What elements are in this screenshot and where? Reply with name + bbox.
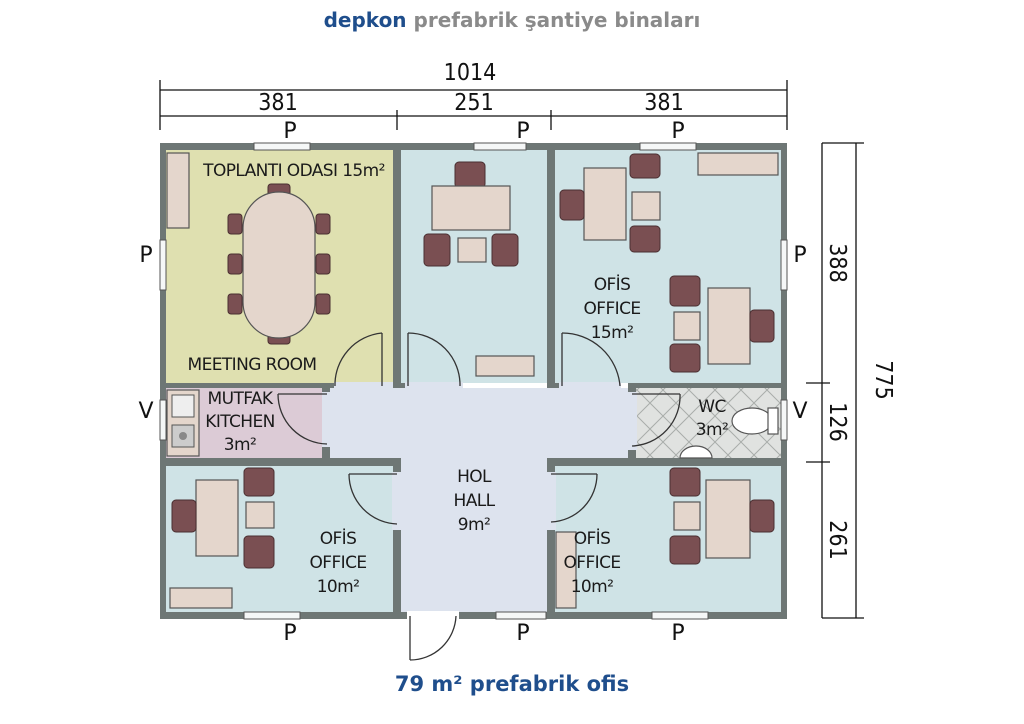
window-marker: P bbox=[139, 243, 152, 268]
sink-drain-icon bbox=[179, 432, 187, 440]
washbasin-icon bbox=[679, 445, 713, 459]
window-marker: P bbox=[793, 243, 806, 268]
office-top-right-furniture bbox=[559, 152, 779, 373]
meeting-door-opening bbox=[334, 382, 393, 389]
office-bottom-right-area: 10m² bbox=[571, 577, 614, 597]
office-bottom-left-door-opening bbox=[392, 472, 402, 530]
window-marker: P bbox=[516, 119, 529, 144]
hall-floor-upper bbox=[330, 388, 628, 458]
office-bottom-left-label-tr: OFİS bbox=[320, 528, 357, 549]
hall-label-en: HALL bbox=[454, 491, 496, 511]
dim-depth-top: 388 bbox=[824, 243, 850, 283]
hall-area: 9m² bbox=[458, 515, 490, 535]
window-marker: P bbox=[283, 119, 296, 144]
window-marker: P bbox=[671, 621, 684, 646]
meeting-room-title: TOPLANTI ODASI 15m² bbox=[202, 161, 385, 181]
office-top-right-label-tr: OFİS bbox=[594, 274, 631, 295]
office-bottom-left-area: 10m² bbox=[317, 577, 360, 597]
vent-marker: V bbox=[792, 399, 807, 424]
window-marker: P bbox=[671, 119, 684, 144]
office-top-right-label-en: OFFICE bbox=[584, 299, 641, 319]
kitchen-label-tr: MUTFAK bbox=[208, 389, 274, 409]
brand-name: depkon bbox=[323, 8, 407, 32]
dim-depth-middle: 126 bbox=[824, 402, 850, 442]
hall-label-tr: HOL bbox=[457, 467, 492, 487]
office-bottom-left-furniture bbox=[169, 467, 275, 609]
office-top-right-area: 15m² bbox=[591, 323, 634, 343]
hall-floor-lower bbox=[401, 458, 547, 612]
office-bottom-left-label-en: OFFICE bbox=[310, 553, 367, 573]
page-header: depkon prefabrik şantiye binaları bbox=[0, 8, 1024, 32]
dim-width-middle: 251 bbox=[454, 90, 494, 116]
office-top-middle-door-opening bbox=[405, 382, 463, 389]
window-marker: P bbox=[516, 621, 529, 646]
dim-width-right: 381 bbox=[644, 90, 684, 116]
window-marker: P bbox=[283, 621, 296, 646]
office-top-middle-furniture bbox=[423, 161, 535, 377]
entrance-door-opening bbox=[407, 611, 459, 620]
kitchen-door-opening bbox=[322, 392, 331, 447]
wc-door-opening bbox=[627, 392, 637, 450]
dim-total-width: 1014 bbox=[444, 60, 497, 86]
meeting-room-subtitle: MEETING ROOM bbox=[188, 355, 317, 375]
wc-label: WC bbox=[698, 397, 725, 417]
kitchen-furniture bbox=[166, 389, 200, 457]
wc-fixtures bbox=[679, 407, 779, 459]
kitchen-label-en: KITCHEN bbox=[205, 412, 274, 432]
doors bbox=[277, 332, 681, 661]
toilet-icon bbox=[731, 407, 773, 435]
office-top-right-door-opening bbox=[559, 382, 621, 389]
brand-tagline: prefabrik şantiye binaları bbox=[413, 8, 701, 32]
meeting-room-furniture bbox=[166, 152, 331, 345]
dim-depth-bottom: 261 bbox=[824, 520, 850, 560]
window-markers: P P P P P P P P V V bbox=[138, 119, 807, 646]
office-bottom-right-furniture bbox=[555, 467, 775, 609]
windows bbox=[159, 142, 788, 620]
office-bottom-right-label-en: OFFICE bbox=[564, 553, 621, 573]
kitchen-area: 3m² bbox=[224, 435, 256, 455]
office-bottom-right-label-tr: OFİS bbox=[574, 528, 611, 549]
dimension-lines bbox=[159, 80, 864, 619]
wc-area: 3m² bbox=[696, 420, 728, 440]
office-bottom-right-door-opening bbox=[546, 472, 556, 530]
vent-marker: V bbox=[138, 399, 153, 424]
dim-width-left: 381 bbox=[258, 90, 298, 116]
dim-total-depth: 775 bbox=[870, 360, 896, 400]
page-caption: 79 m² prefabrik ofis bbox=[394, 672, 630, 696]
